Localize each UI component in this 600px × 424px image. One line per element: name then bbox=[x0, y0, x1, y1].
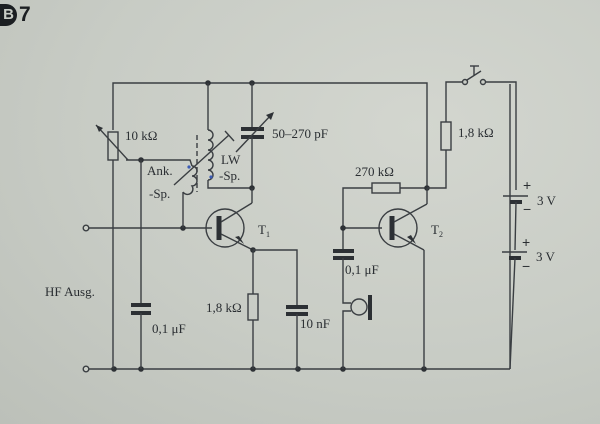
potentiometer-10k bbox=[95, 124, 185, 369]
figure-label: B 7 bbox=[0, 3, 31, 27]
antenna-coil bbox=[173, 130, 235, 228]
junction bbox=[111, 366, 117, 372]
c-bypass-label: 10 nF bbox=[300, 316, 330, 331]
earpiece bbox=[350, 295, 372, 320]
c-left-label: 0,1 μF bbox=[152, 321, 186, 336]
c-coupling-label: 0,1 μF bbox=[345, 262, 379, 277]
t2-base-network bbox=[333, 182, 430, 369]
ant-coil-label-2: -Sp. bbox=[149, 186, 170, 201]
figure-badge: B bbox=[0, 4, 17, 26]
coil-dot bbox=[187, 165, 191, 169]
coil-dot bbox=[209, 175, 213, 179]
battery-2-plus: + bbox=[522, 234, 530, 250]
pot-label: 10 kΩ bbox=[125, 128, 157, 143]
variable-capacitor bbox=[235, 83, 274, 203]
arrow-icon bbox=[266, 112, 274, 120]
output-terminal-ground[interactable] bbox=[82, 365, 90, 373]
lw-coil-label-2: -Sp. bbox=[219, 168, 240, 183]
battery-2-minus: − bbox=[522, 258, 530, 274]
transistor-t2 bbox=[378, 188, 428, 369]
junction bbox=[340, 225, 346, 231]
var-cap-label: 50–270 pF bbox=[272, 126, 328, 141]
junction bbox=[295, 366, 301, 372]
battery-2-label: 3 V bbox=[536, 249, 556, 264]
t2-label: T2 bbox=[431, 222, 443, 239]
figure-number: 7 bbox=[19, 3, 31, 26]
lw-coil bbox=[207, 83, 252, 189]
arrow-icon bbox=[96, 125, 103, 132]
output-label: HF Ausg. bbox=[45, 284, 95, 299]
collector-resistor bbox=[427, 81, 462, 189]
battery-1-plus: + bbox=[523, 177, 531, 193]
arrow-icon bbox=[407, 235, 416, 244]
battery-1-minus: − bbox=[523, 201, 531, 217]
emitter-network bbox=[247, 249, 308, 369]
battery-1 bbox=[503, 195, 528, 251]
output-terminal-signal[interactable] bbox=[82, 224, 90, 232]
battery-1-label: 3 V bbox=[537, 193, 557, 208]
capacitor-left bbox=[131, 160, 151, 369]
t1-label: T1 bbox=[258, 222, 270, 239]
lw-coil-label-1: LW bbox=[221, 152, 241, 167]
power-switch[interactable] bbox=[461, 65, 517, 190]
ant-coil-label-1: Ank. bbox=[147, 163, 173, 178]
base-input-line bbox=[82, 224, 212, 232]
battery-2 bbox=[502, 251, 527, 370]
transistor-t1 bbox=[205, 202, 256, 253]
r-emitter-label: 1,8 kΩ bbox=[206, 300, 242, 315]
r-collector-label: 1,8 kΩ bbox=[458, 125, 494, 140]
arrow-icon bbox=[235, 236, 244, 244]
r-feedback-label: 270 kΩ bbox=[355, 164, 394, 179]
